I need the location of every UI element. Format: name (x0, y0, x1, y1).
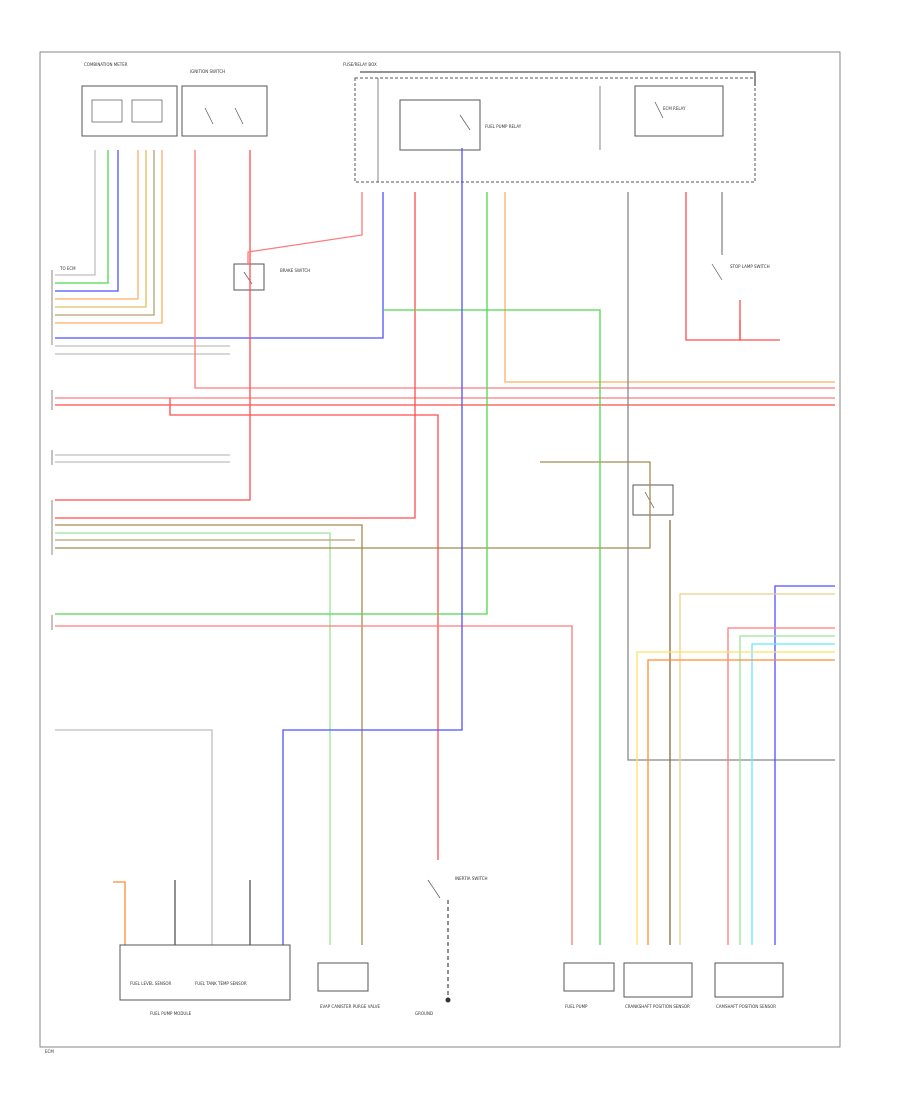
label-fuel-pump-module: FUEL PUMP MODULE (150, 1011, 192, 1016)
ecm-connector-left: TO ECM (51, 266, 76, 630)
label-inertia-switch: INERTIA SWITCH (455, 876, 488, 881)
label-brake-switch: BRAKE SWITCH (280, 268, 310, 273)
combination-meter: COMBINATION METER (81, 62, 178, 137)
label-combination-meter: COMBINATION METER (84, 62, 128, 67)
label-fuel-level-sensor: FUEL LEVEL SENSOR (130, 981, 172, 986)
fuel-pump: FUEL PUMP (563, 962, 615, 1009)
diagram-frame (39, 51, 841, 1048)
ignition-switch: IGNITION SWITCH (181, 69, 268, 137)
label-ecm-relay: ECM RELAY (663, 106, 686, 111)
stop-lamp-switch: STOP LAMP SWITCH (711, 263, 770, 281)
label-fuel-pump: FUEL PUMP (565, 1004, 588, 1009)
label-ignition-switch: IGNITION SWITCH (190, 69, 225, 74)
fuse-relay-box: FUSE/RELAY BOX FUEL PUMP RELAY ECM RELAY (343, 62, 756, 183)
cam-sensor: CAMSHAFT POSITION SENSOR (714, 962, 784, 1009)
inertia-switch: INERTIA SWITCH GROUND (415, 876, 488, 1016)
wires (55, 71, 835, 1000)
label-purge-valve: EVAP CANISTER PURGE VALVE (320, 1004, 380, 1009)
crank-sensor: CRANKSHAFT POSITION SENSOR (623, 962, 693, 1009)
right-relay (632, 484, 674, 516)
label-crank-sensor: CRANKSHAFT POSITION SENSOR (625, 1004, 690, 1009)
label-to-ecm: TO ECM (59, 266, 76, 271)
label-fuse-relay-box: FUSE/RELAY BOX (343, 62, 377, 67)
page-reference: ECM (45, 1049, 54, 1054)
fuel-pump-module: FUEL LEVEL SENSOR FUEL TANK TEMP SENSOR … (119, 944, 291, 1016)
brake-switch: BRAKE SWITCH (233, 263, 310, 291)
label-ground: GROUND (415, 1011, 433, 1016)
purge-valve: EVAP CANISTER PURGE VALVE (317, 962, 380, 1009)
label-fuel-pump-relay: FUEL PUMP RELAY (485, 124, 522, 129)
label-cam-sensor: CAMSHAFT POSITION SENSOR (716, 1004, 776, 1009)
label-stop-lamp-switch: STOP LAMP SWITCH (730, 264, 770, 269)
label-fuel-tank-temp-sensor: FUEL TANK TEMP SENSOR (195, 981, 247, 986)
